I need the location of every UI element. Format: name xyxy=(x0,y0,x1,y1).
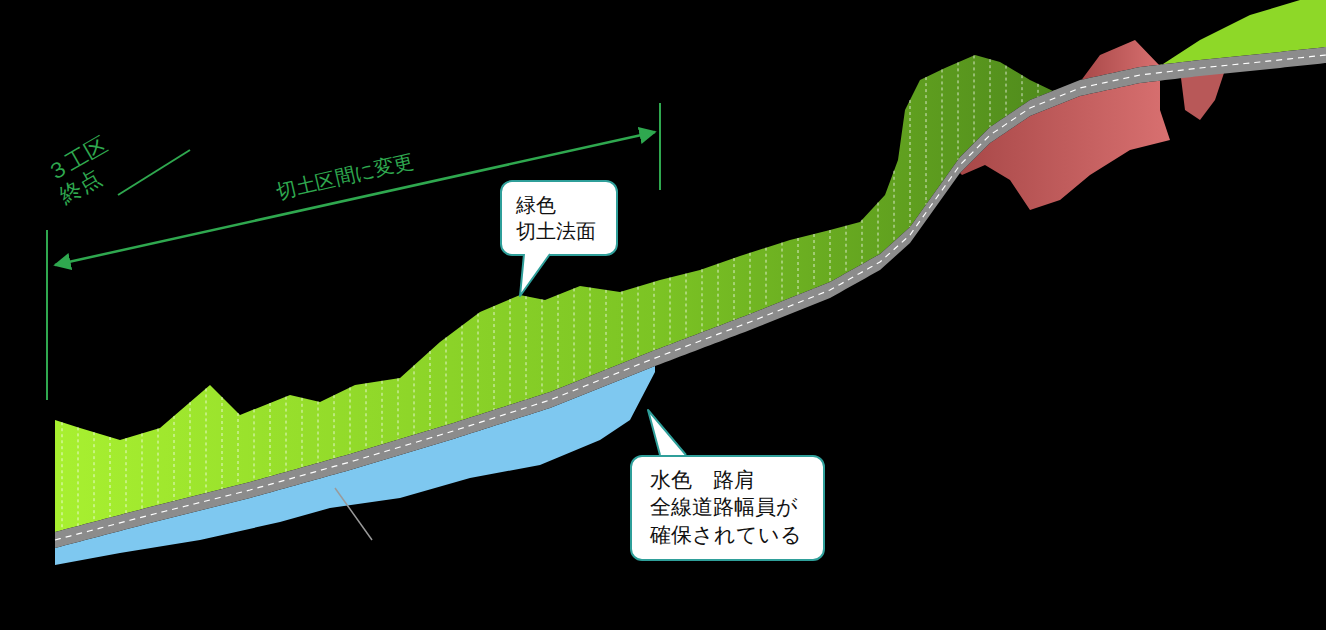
station-line xyxy=(334,395,335,458)
annotation-lines xyxy=(47,103,660,400)
callout-box: 水色 路肩 全線道路幅員が 確保されている xyxy=(630,455,825,561)
station-line xyxy=(462,326,463,421)
end-line xyxy=(118,150,190,195)
station-line xyxy=(414,365,415,434)
station-line xyxy=(782,243,783,302)
station-line xyxy=(446,338,447,426)
station-line xyxy=(270,403,271,476)
station-line xyxy=(510,299,511,405)
station-line xyxy=(398,378,399,439)
station-line xyxy=(654,282,655,351)
station-line xyxy=(110,437,111,518)
station-line xyxy=(990,59,991,127)
station-line xyxy=(94,432,95,522)
station-line xyxy=(942,69,943,182)
station-line xyxy=(254,409,255,480)
station-line xyxy=(830,230,831,282)
annotation-label: 切土区間に変更 xyxy=(274,149,416,203)
station-line xyxy=(78,427,79,526)
station-line xyxy=(350,387,351,454)
station-line xyxy=(798,238,799,295)
station-line xyxy=(62,422,63,530)
station-line xyxy=(590,288,591,377)
station-line xyxy=(366,383,367,449)
station-line xyxy=(910,100,911,227)
station-line xyxy=(494,306,495,410)
station-line xyxy=(718,264,719,326)
station-line xyxy=(382,381,383,445)
station-line xyxy=(878,203,879,256)
station-line xyxy=(126,438,127,513)
station-line xyxy=(766,248,767,308)
terrain-surfaces xyxy=(55,0,1326,565)
callout-text: 緑色 切土法面 xyxy=(516,192,602,244)
station-line xyxy=(734,258,735,320)
station-line xyxy=(1022,75,1023,105)
station-line xyxy=(862,220,863,264)
station-line xyxy=(958,62,959,159)
station-line xyxy=(926,77,927,204)
station-line xyxy=(478,314,479,416)
callout-box: 緑色 切土法面 xyxy=(500,180,618,256)
station-line xyxy=(686,274,687,339)
annotation-text: ３工区 終点 xyxy=(42,128,130,208)
station-line xyxy=(174,416,175,501)
cut-slope xyxy=(55,55,1055,532)
station-line xyxy=(206,388,207,493)
station-line xyxy=(190,402,191,497)
station-line xyxy=(318,402,319,463)
annotation-text: 切土区間に変更 xyxy=(274,149,416,203)
station-line xyxy=(974,55,975,143)
station-line xyxy=(750,253,751,314)
station-line xyxy=(542,299,543,394)
station-line xyxy=(286,397,287,472)
stick xyxy=(335,488,372,540)
station-line xyxy=(558,295,559,389)
station-line xyxy=(1038,84,1039,97)
range-arrow xyxy=(55,132,655,265)
station-line xyxy=(702,269,703,332)
station-line xyxy=(814,234,815,288)
station-line xyxy=(846,226,847,273)
range-line xyxy=(659,103,661,190)
station-line xyxy=(894,171,895,242)
station-line xyxy=(302,398,303,468)
station-line xyxy=(158,429,159,505)
station-line xyxy=(606,290,607,370)
station-line xyxy=(670,278,671,345)
station-line xyxy=(638,287,639,357)
station-line xyxy=(526,296,527,399)
station-line xyxy=(238,413,239,485)
station-line xyxy=(1006,66,1007,117)
callout-text: 水色 路肩 全線道路幅員が 確保されている xyxy=(650,467,805,549)
road xyxy=(55,47,1326,548)
end-line xyxy=(46,230,48,400)
annotation-label: ３工区 終点 xyxy=(42,128,130,208)
station-line xyxy=(430,351,431,430)
station-line xyxy=(622,291,623,363)
station-line xyxy=(574,288,575,382)
station-line xyxy=(222,397,223,489)
station-line xyxy=(142,433,143,509)
